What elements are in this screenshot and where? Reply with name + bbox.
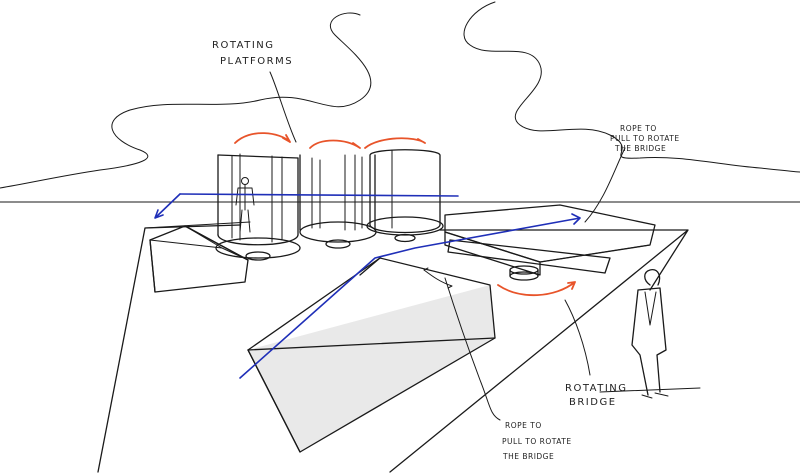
rotation-arrow-2 <box>309 139 361 149</box>
leader-rotating-bridge <box>564 299 591 376</box>
leader-rotating-platforms <box>269 71 297 143</box>
label-rope-bottom: ROPE TO PULL TO ROTATE THE BRIDGE <box>502 421 572 461</box>
rope-top <box>179 193 459 197</box>
leader-rope-top <box>584 147 626 223</box>
svg-text:ROPE TO: ROPE TO <box>505 421 542 430</box>
big-ramp <box>247 257 496 453</box>
leader-rope-bottom <box>444 277 501 421</box>
person-small <box>235 177 255 233</box>
rope-main <box>239 213 581 379</box>
svg-text:ROTATING: ROTATING <box>212 40 275 51</box>
left-wedge <box>149 225 249 293</box>
svg-text:BRIDGE: BRIDGE <box>569 397 617 408</box>
svg-text:PULL TO ROTATE: PULL TO ROTATE <box>610 134 680 143</box>
rotation-arrow-1 <box>234 132 291 144</box>
svg-text:ROPE TO: ROPE TO <box>620 124 657 133</box>
rotating-bridge <box>444 204 656 281</box>
hill-right <box>463 1 800 173</box>
label-rope-top: ROPE TO PULL TO ROTATE THE BRIDGE <box>610 124 680 153</box>
svg-text:PLATFORMS: PLATFORMS <box>220 56 293 67</box>
bridge-rotate-arrow <box>423 267 453 289</box>
hill-left <box>0 12 372 189</box>
ground-plane <box>97 224 689 473</box>
rotation-arrow-bridge <box>497 281 576 297</box>
rope-left-arrow <box>154 193 181 219</box>
person-large <box>599 269 701 399</box>
label-rotating-platforms: ROTATING PLATFORMS <box>212 40 293 67</box>
rotating-platform-3 <box>366 149 444 243</box>
svg-text:THE BRIDGE: THE BRIDGE <box>502 452 554 461</box>
svg-text:THE BRIDGE: THE BRIDGE <box>614 144 666 153</box>
svg-text:ROTATING: ROTATING <box>565 383 628 394</box>
rotating-platform-1 <box>215 153 301 261</box>
rotation-arrow-3 <box>364 137 426 149</box>
svg-text:PULL TO ROTATE: PULL TO ROTATE <box>502 437 572 446</box>
label-rotating-bridge: ROTATING BRIDGE <box>565 383 628 408</box>
